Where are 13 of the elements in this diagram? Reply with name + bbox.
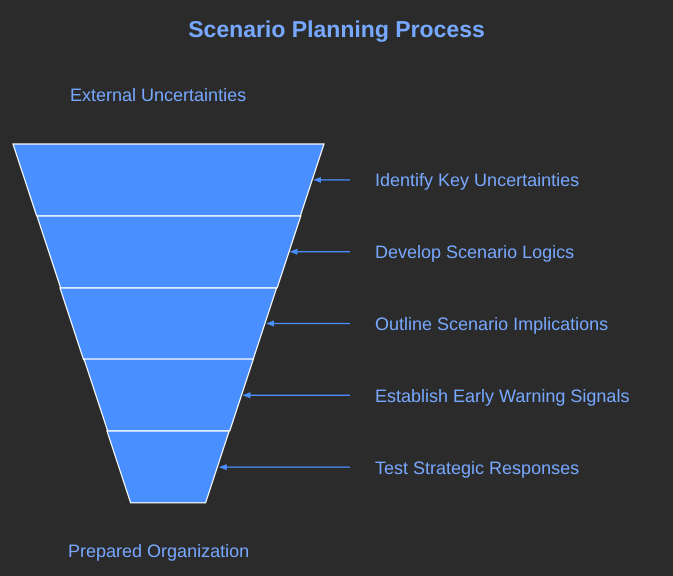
stage-label: Test Strategic Responses bbox=[350, 457, 580, 479]
arrow bbox=[313, 176, 350, 184]
title: Scenario Planning Process bbox=[187, 16, 486, 43]
arrow bbox=[266, 320, 350, 327]
stage-label: Establish Early Warning Signals bbox=[350, 385, 630, 407]
funnel-end-label: External Uncertainties bbox=[70, 85, 246, 106]
stage-label: Outline Scenario Implications bbox=[350, 313, 608, 335]
arrow bbox=[290, 248, 350, 255]
funnel-end-label: Prepared Organization bbox=[68, 541, 250, 562]
stage-label: Identify Key Uncertainties bbox=[350, 169, 580, 191]
arrow bbox=[242, 392, 350, 398]
arrow bbox=[219, 464, 350, 470]
stage-label: Develop Scenario Logics bbox=[350, 241, 574, 263]
